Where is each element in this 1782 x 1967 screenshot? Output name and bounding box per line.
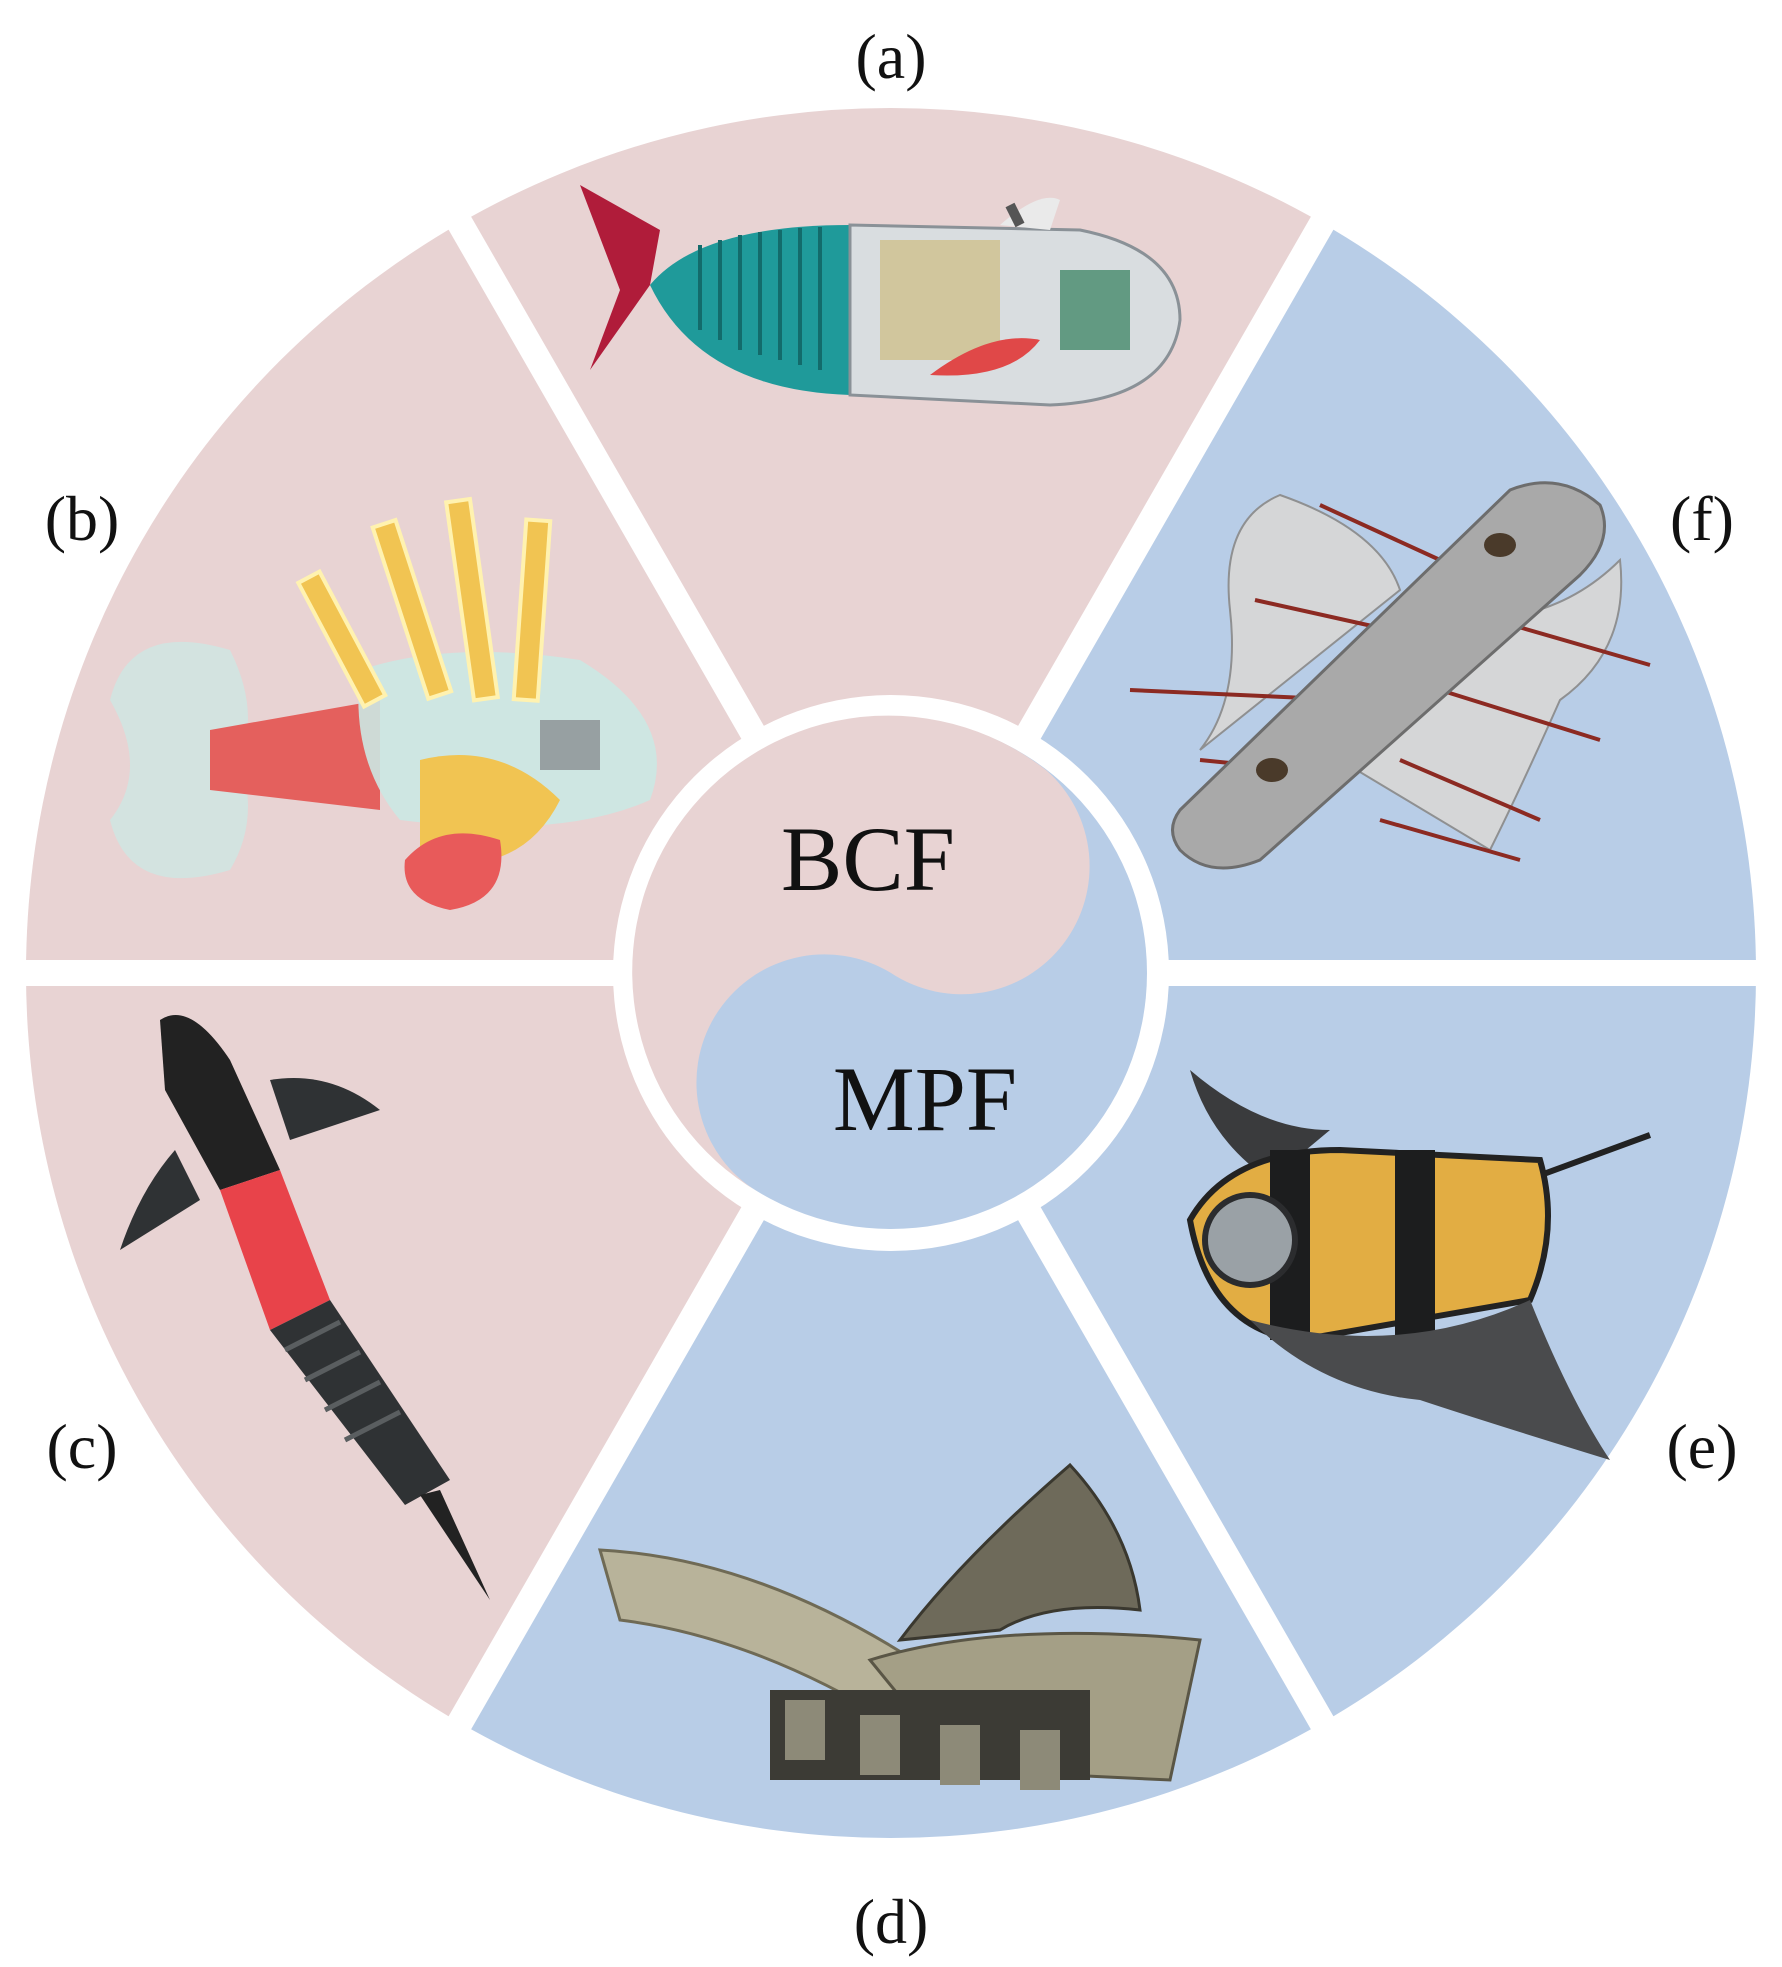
manta-robot-yellow-black-icon <box>1186 1070 1652 1460</box>
panel-labels: (a) (b) (c) (d) (e) (f) <box>45 21 1738 1957</box>
panel-label-c: (c) <box>46 1411 117 1482</box>
robotic-fish-with-caudal-tail-icon <box>580 185 1182 407</box>
lionfish-robot-icon <box>110 496 657 910</box>
bcf-label: BCF <box>781 808 955 910</box>
eel-robot-with-red-body-icon <box>120 1015 490 1600</box>
panel-label-b: (b) <box>45 483 120 554</box>
panel-label-a: (a) <box>855 21 926 92</box>
yin-yang-bcf-half <box>632 715 1090 1192</box>
mpf-label: MPF <box>833 1048 1017 1150</box>
panel-label-e: (e) <box>1666 1411 1737 1482</box>
panel-label-f: (f) <box>1670 483 1734 554</box>
ray-robot-with-metallic-fins-icon <box>597 1462 1202 1790</box>
undulating-fin-robot-gray-body-icon <box>1129 481 1651 870</box>
panel-label-d: (d) <box>854 1886 929 1957</box>
center-yin-yang: BCF MPF <box>613 695 1169 1251</box>
